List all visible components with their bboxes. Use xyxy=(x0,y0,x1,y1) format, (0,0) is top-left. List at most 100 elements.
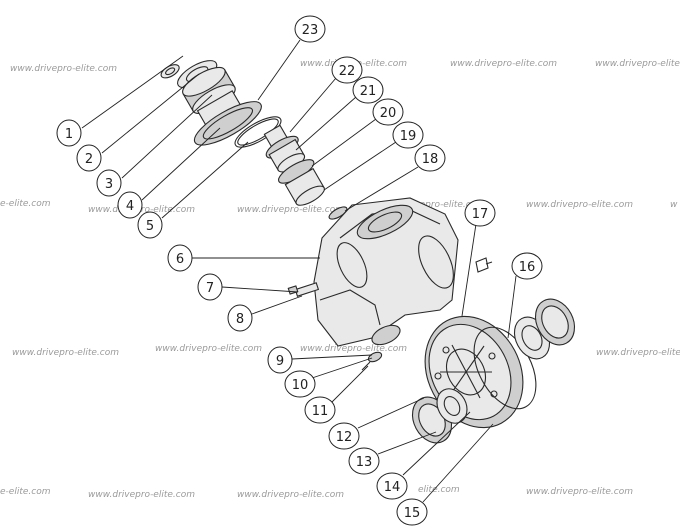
shim-shape xyxy=(328,206,348,220)
watermark: www.drivepro-elite.com xyxy=(155,344,262,354)
callout-label-20: 20 xyxy=(380,106,397,121)
callout-label-18: 18 xyxy=(422,152,439,167)
watermark: www.drivepro-elite.com xyxy=(526,200,633,210)
housing-lower-edge-shape xyxy=(319,289,381,326)
housing-pinion-bore-inner-shape xyxy=(367,211,403,233)
watermark: www.drivepro-elite.com xyxy=(596,348,680,358)
pinion-gear-bottom-shape xyxy=(295,185,325,206)
pinion-stack-group xyxy=(263,124,325,206)
callout-label-3: 3 xyxy=(105,177,113,192)
watermark: www.drivepro-elite.com xyxy=(10,64,117,74)
callout-bubble-18 xyxy=(414,144,446,172)
watermark: www.drivepro-elite.com xyxy=(526,487,633,497)
callout-bubble-6 xyxy=(167,244,193,272)
housing-window-shape xyxy=(336,242,368,288)
watermark: www.drivepro-elite.com xyxy=(378,200,485,210)
callout-label-17: 17 xyxy=(472,207,489,222)
right-bearing-inner-shape xyxy=(521,325,543,351)
callout-bubble-7 xyxy=(197,273,223,301)
callout-bubble-17 xyxy=(464,199,496,227)
right-race-inner-shape xyxy=(541,305,569,339)
breather-body-shape xyxy=(294,282,320,297)
ring-gear-bolt-shape xyxy=(434,372,442,380)
leader-line-21 xyxy=(295,96,357,151)
callout-label-4: 4 xyxy=(126,199,134,214)
leader-line-16 xyxy=(507,275,517,339)
callout-bubble-13 xyxy=(348,447,380,475)
callout-bubble-14 xyxy=(376,472,408,500)
watermark-layer: www.drivepro-elite.com www.drivepro-elit… xyxy=(0,59,680,500)
watermark: e-elite.com xyxy=(0,487,51,497)
watermark: www.drivepro-elite.com xyxy=(450,59,557,69)
leader-line-12 xyxy=(357,397,425,429)
leader-lines xyxy=(81,39,517,503)
callout-bubble-2 xyxy=(76,144,102,172)
ring-gear-bolt-shape xyxy=(442,346,450,354)
callout-bubble-15 xyxy=(396,498,428,526)
housing-body-shape xyxy=(313,197,459,347)
drain-plug-stem-shape xyxy=(361,361,371,371)
flange-disc-shape xyxy=(193,101,262,146)
leader-line-13 xyxy=(377,431,437,455)
leader-line-18 xyxy=(344,166,419,212)
watermark: e-elite.com xyxy=(0,199,51,209)
callout-label-19: 19 xyxy=(400,129,417,144)
callouts: 1 2 3 4 5 6 7 8 9 10 11 12 13 14 15 16 1 xyxy=(56,15,543,526)
callout-label-14: 14 xyxy=(384,480,401,495)
callout-label-13: 13 xyxy=(356,455,373,470)
leader-line-7 xyxy=(221,286,299,293)
callout-label-16: 16 xyxy=(519,260,536,275)
callout-bubble-23 xyxy=(294,15,326,43)
callout-label-23: 23 xyxy=(302,23,319,38)
o-ring-inner-shape xyxy=(237,118,279,146)
leader-line-8 xyxy=(251,295,303,315)
nut-hole-shape xyxy=(165,67,176,76)
housing-pinion-bore-shape xyxy=(356,204,414,240)
callout-bubble-4 xyxy=(117,191,143,219)
leader-line-15 xyxy=(422,423,494,503)
leader-line-14 xyxy=(402,411,471,476)
callout-bubble-20 xyxy=(372,98,404,126)
breather-group xyxy=(287,282,320,297)
ring-gear-bolt-shape xyxy=(488,352,496,360)
callout-bubble-21 xyxy=(352,76,384,104)
callout-bubble-9 xyxy=(267,346,293,374)
callout-label-2: 2 xyxy=(85,152,93,167)
leader-line-11 xyxy=(331,365,369,403)
parts-layer xyxy=(160,60,576,444)
side-bolt-stem-shape xyxy=(485,261,493,265)
callout-label-11: 11 xyxy=(312,404,329,419)
leader-line-3 xyxy=(121,94,213,179)
right-bearing-group xyxy=(513,298,576,360)
callout-bubble-19 xyxy=(392,121,424,149)
housing-carrier-bore-shape xyxy=(418,235,454,289)
side-bolt-shape xyxy=(475,257,489,273)
left-bearing-group xyxy=(411,388,468,444)
leader-line-2 xyxy=(101,73,200,154)
input-flange-group xyxy=(160,60,262,146)
seal-top-shape xyxy=(182,66,226,97)
callout-label-8: 8 xyxy=(236,312,244,327)
callout-label-22: 22 xyxy=(339,64,356,79)
callout-label-7: 7 xyxy=(206,281,214,296)
callout-label-1: 1 xyxy=(65,127,73,142)
left-bearing-inner-shape xyxy=(443,396,461,416)
watermark: w xyxy=(670,200,678,210)
watermark: www.drivepro-elite.com xyxy=(88,490,195,500)
left-bearing-shape xyxy=(436,388,468,424)
watermark: www.drivepro-elite.com xyxy=(595,59,680,69)
leader-line-10 xyxy=(311,357,373,379)
callout-label-6: 6 xyxy=(176,252,184,267)
watermark: www.drivepro-elite.com xyxy=(300,344,407,354)
callout-bubble-12 xyxy=(328,422,360,450)
callout-bubble-3 xyxy=(96,169,122,197)
leader-line-19 xyxy=(323,141,397,191)
callout-label-12: 12 xyxy=(336,430,353,445)
housing-group xyxy=(313,197,459,347)
o-ring-shape xyxy=(234,116,282,148)
leader-line-22 xyxy=(289,77,337,133)
callout-bubble-22 xyxy=(331,56,363,84)
leader-line-23 xyxy=(257,39,301,101)
side-bolt-group xyxy=(475,257,493,273)
